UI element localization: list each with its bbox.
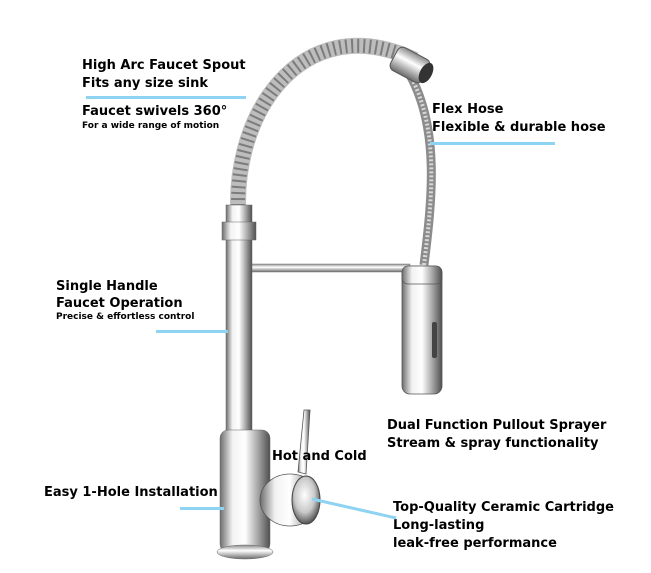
hose-subtitle: Flexible & durable hose [432,120,606,135]
cartridge-pointer-line [311,497,397,520]
handle-subtitle: Precise & effortless control [56,312,195,322]
handle-pointer-line [156,330,228,333]
spout-subtitle: Fits any size sink [82,76,209,91]
cartridge-subtitle-line2: leak-free performance [393,536,557,551]
install-title: Easy 1-Hole Installation [44,485,218,500]
install-pointer-line [180,507,224,510]
spout-title: High Arc Faucet Spout [82,58,246,73]
hose-title: Flex Hose [432,102,504,117]
cartridge-subtitle-line1: Long-lasting [393,518,485,533]
spout-pointer-line [86,96,246,99]
swivel-subtitle: For a wide range of motion [82,121,220,131]
temp-label: Hot and Cold [272,449,367,464]
swivel-title: Faucet swivels 360° [82,104,228,119]
spring-coil [230,38,419,232]
handle-lever [297,409,311,475]
cartridge-title: Top-Quality Ceramic Cartridge [393,500,614,515]
handle-title-line1: Single Handle [56,279,158,294]
handle-title-line2: Faucet Operation [56,296,183,311]
hose-pointer-line [430,142,555,145]
sprayer-title: Dual Function Pullout Sprayer [387,418,607,433]
sprayer-subtitle: Stream & spray functionality [387,436,599,451]
